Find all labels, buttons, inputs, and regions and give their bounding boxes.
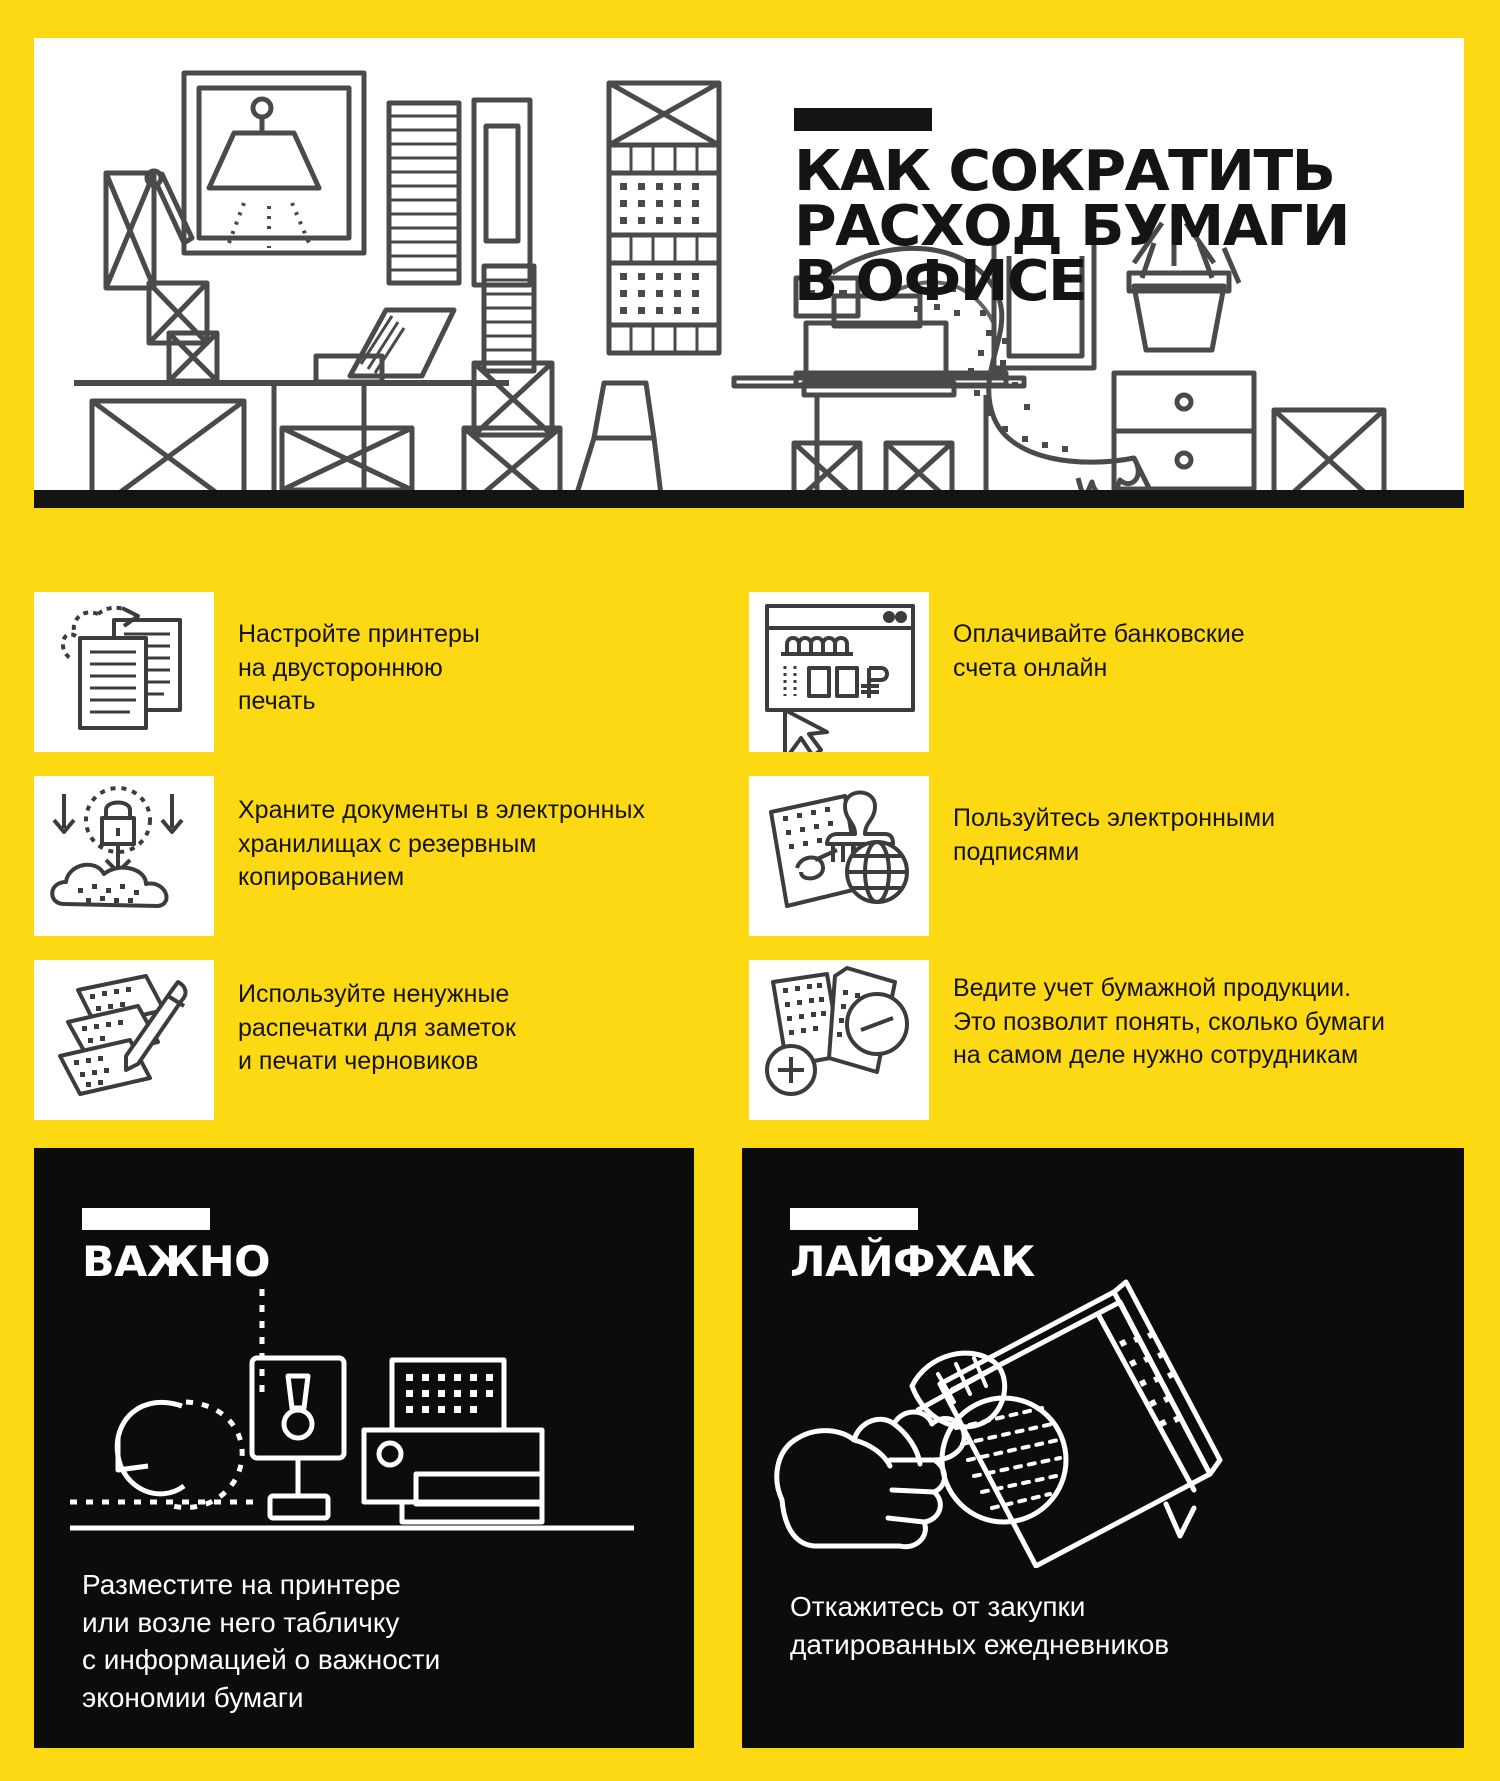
tip-line: подписями <box>953 837 1080 866</box>
card-text: Откажитесь от закупки датированных ежедн… <box>790 1588 1169 1663</box>
cloud-backup-icon <box>34 776 214 936</box>
tips-grid: Настройте принтеры на двустороннюю печат… <box>34 592 1464 1122</box>
lifehack-card: ЛАЙФХАК <box>742 1148 1464 1748</box>
paper-accounting-icon <box>749 960 929 1120</box>
duplex-print-icon <box>34 592 214 752</box>
card-line: Откажитесь от закупки <box>790 1591 1086 1622</box>
tip-line: Это позволит понять, сколько бумаги <box>953 1007 1385 1036</box>
tip-text: Храните документы в электронных хранилищ… <box>238 776 645 895</box>
e-signature-stamp-icon <box>749 776 929 936</box>
tip-line: печать <box>238 687 316 715</box>
tip-line: Храните документы в электронных <box>238 796 645 824</box>
tip-line: на двустороннюю <box>238 653 443 682</box>
tip-line: и печати черновиков <box>238 1047 479 1075</box>
tip-line: Настройте принтеры <box>238 620 480 648</box>
tip-line: Оплачивайте банковские <box>953 620 1245 648</box>
card-kicker-label: ВАЖНО <box>82 1237 270 1286</box>
hero-illustration <box>74 70 1387 508</box>
tip-item: Ведите учет бумажной продукции. Это позв… <box>749 960 1385 1120</box>
tip-line: счета онлайн <box>953 653 1108 682</box>
hero-panel: КАК СОКРАТИТЬ РАСХОД БУМАГИ В ОФИСЕ <box>34 38 1464 508</box>
online-banking-icon <box>749 592 929 752</box>
tip-line: на самом деле нужно сотрудникам <box>953 1041 1359 1069</box>
card-line: датированных ежедневников <box>790 1628 1170 1660</box>
printer-warning-icon <box>70 1288 634 1531</box>
tip-line: распечатки для заметок <box>238 1013 516 1042</box>
tip-text: Оплачивайте банковские счета онлайн <box>953 592 1245 685</box>
card-line: или возле него табличку <box>82 1606 400 1638</box>
tip-line: хранилищах с резервным <box>238 829 537 858</box>
scrap-paper-notes-icon <box>34 960 214 1120</box>
card-accent-bar <box>790 1208 918 1230</box>
tip-text: Ведите учет бумажной продукции. Это позв… <box>953 960 1385 1073</box>
card-accent-bar <box>82 1208 210 1230</box>
tip-line: Пользуйтесь электронными <box>953 804 1276 832</box>
tip-item: Используйте ненужные распечатки для заме… <box>34 960 516 1120</box>
tip-item: Оплачивайте банковские счета онлайн <box>749 592 1245 752</box>
card-text: Разместите на принтере или возле него та… <box>82 1566 440 1716</box>
tip-item: Настройте принтеры на двустороннюю печат… <box>34 592 480 752</box>
hand-holding-planner-icon <box>774 1279 1223 1568</box>
hero-title-line-3: В ОФИСЕ <box>794 248 1088 314</box>
tip-item: Храните документы в электронных хранилищ… <box>34 776 645 936</box>
tip-line: Ведите учет бумажной продукции. <box>953 974 1352 1002</box>
hero-title-block: КАК СОКРАТИТЬ РАСХОД БУМАГИ В ОФИСЕ <box>794 108 1394 310</box>
tip-line: Используйте ненужные <box>238 980 510 1008</box>
tip-text: Пользуйтесь электронными подписями <box>953 776 1275 869</box>
card-line: экономии бумаги <box>82 1681 304 1713</box>
hero-title-line-2: РАСХОД БУМАГИ <box>794 193 1351 259</box>
important-card: ВАЖНО <box>34 1148 694 1748</box>
title-accent-bar <box>794 108 932 131</box>
tip-item: Пользуйтесь электронными подписями <box>749 776 1275 936</box>
card-line: с информацией о важности <box>82 1644 441 1676</box>
tip-text: Настройте принтеры на двустороннюю печат… <box>238 592 480 719</box>
tip-text: Используйте ненужные распечатки для заме… <box>238 960 516 1079</box>
tip-line: копированием <box>238 863 405 891</box>
hero-title-line-1: КАК СОКРАТИТЬ <box>794 139 1336 204</box>
hero-floor-bar <box>34 490 1464 508</box>
card-line: Разместите на принтере <box>82 1569 401 1600</box>
card-kicker-label: ЛАЙФХАК <box>790 1237 1035 1286</box>
